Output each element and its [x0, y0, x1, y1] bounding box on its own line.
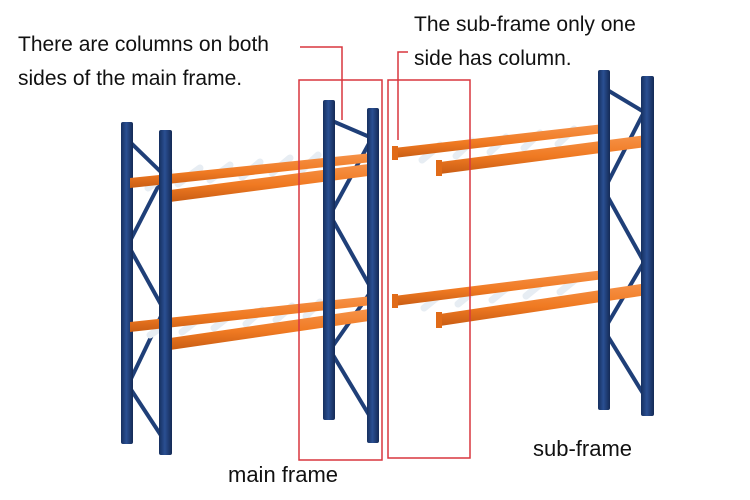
main-callout-line-1: There are columns on both [18, 33, 269, 56]
upright-back-right [323, 100, 335, 420]
sub-frame-end-bracing [602, 86, 646, 397]
upright-front-left [159, 130, 172, 455]
sub-frame-label: sub-frame [533, 436, 633, 461]
sub-lower-front-connector [436, 312, 442, 328]
sub-upper-back-beam [394, 124, 604, 158]
sub-frame-highlight-box [387, 79, 471, 459]
sub-lower-connector [392, 294, 398, 308]
upright-front-right [367, 108, 379, 443]
main-callout-leader [300, 46, 343, 120]
sub-callout-line-1: The sub-frame only one [414, 13, 636, 36]
main-frame-rack [121, 100, 379, 455]
sub-upright-back [598, 70, 610, 410]
sub-callout-line-2: side has column. [414, 47, 572, 70]
sub-lower-back-beam [394, 270, 604, 306]
main-callout-line-2: sides of the main frame. [18, 67, 243, 90]
main-frame-label: main frame [228, 462, 339, 487]
sub-frame-rack [392, 70, 654, 416]
lower-back-beam [130, 296, 372, 332]
sub-upper-connector [392, 146, 398, 160]
sub-upright-front [641, 76, 654, 416]
sub-callout-leader [397, 51, 408, 140]
sub-frame-callout: The sub-frame only one side has column. [414, 8, 636, 76]
upright-back-left [121, 122, 133, 444]
main-frame-callout: There are columns on both sides of the m… [18, 28, 269, 96]
upper-back-beam [130, 153, 372, 188]
main-frame-highlight-box [298, 79, 383, 461]
callouts [298, 46, 471, 461]
sub-upper-front-connector [436, 160, 442, 176]
